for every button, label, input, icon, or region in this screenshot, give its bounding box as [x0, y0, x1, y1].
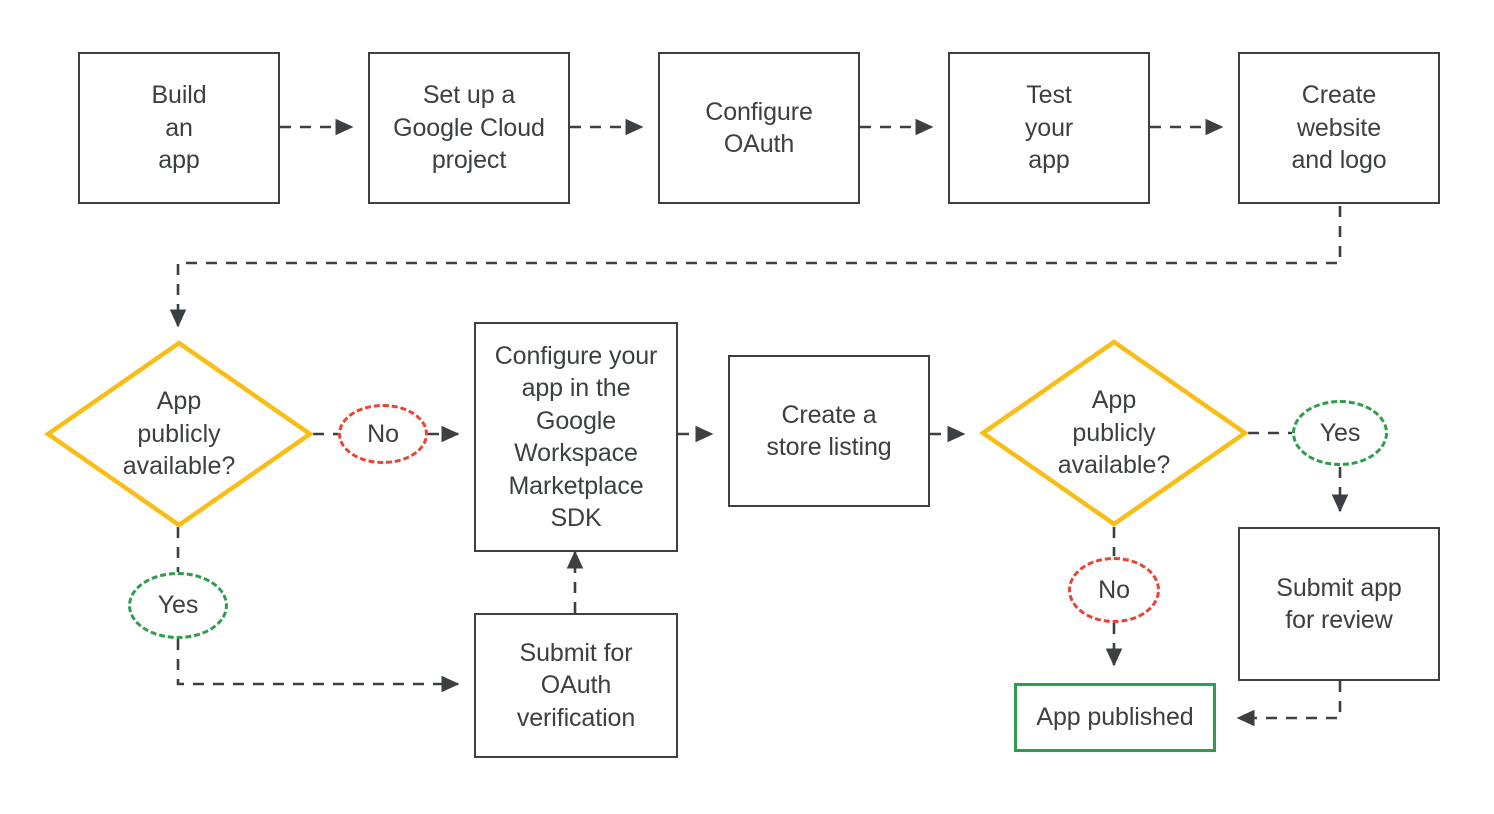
node-submit-app-for-review-label: Submit app for review	[1276, 573, 1402, 635]
node-configure-app-marketplace-sdk[interactable]: Configure your app in the Google Workspa…	[474, 322, 678, 552]
edge-website-to-decision-one	[169, 206, 1342, 328]
node-submit-for-oauth-verification-label: Submit for OAuth verification	[516, 638, 636, 732]
node-decision-app-publicly-available-two[interactable]: App publicly available?	[979, 339, 1249, 527]
node-set-up-google-cloud-project-label: Set up a Google Cloud project	[393, 81, 545, 175]
node-create-website-and-logo-label: Create website and logo	[1291, 81, 1387, 175]
node-app-published-label: App published	[1036, 703, 1194, 732]
edge-label-decision-two-yes-text: Yes	[1319, 418, 1361, 447]
edge-label-decision-one-no-text: No	[367, 419, 399, 448]
node-create-a-store-listing[interactable]: Create a store listing	[728, 355, 930, 507]
decision-two-shape	[979, 339, 1249, 527]
edge-label-decision-one-yes-text: Yes	[157, 591, 199, 619]
node-submit-for-oauth-verification[interactable]: Submit for OAuth verification	[474, 613, 678, 758]
node-configure-app-marketplace-sdk-label: Configure your app in the Google Workspa…	[494, 341, 658, 533]
decision-one-shape	[44, 340, 314, 528]
node-build-an-app[interactable]: Build an app	[78, 52, 280, 204]
edge-label-decision-two-no: No	[1068, 557, 1160, 623]
node-create-a-store-listing-label: Create a store listing	[766, 400, 892, 462]
node-submit-app-for-review[interactable]: Submit app for review	[1238, 527, 1440, 681]
node-build-an-app-label: Build an app	[151, 81, 207, 175]
edge-label-decision-one-no: No	[338, 404, 428, 464]
node-test-your-app-label: Test your app	[1024, 81, 1074, 175]
edge-label-decision-one-yes: Yes	[128, 572, 228, 639]
edge-label-decision-two-no-text: No	[1098, 575, 1130, 604]
node-create-website-and-logo[interactable]: Create website and logo	[1238, 52, 1440, 204]
node-set-up-google-cloud-project[interactable]: Set up a Google Cloud project	[368, 52, 570, 204]
node-configure-oauth[interactable]: Configure OAuth	[658, 52, 860, 204]
node-app-published[interactable]: App published	[1014, 683, 1216, 752]
node-configure-oauth-label: Configure OAuth	[705, 97, 813, 159]
node-decision-app-publicly-available-one[interactable]: App publicly available?	[44, 340, 314, 528]
edge-yes-to-submit-oauth	[176, 639, 460, 693]
edge-submit-review-to-app-published	[1236, 681, 1342, 727]
edge-label-decision-two-yes: Yes	[1292, 400, 1388, 466]
node-test-your-app[interactable]: Test your app	[948, 52, 1150, 204]
